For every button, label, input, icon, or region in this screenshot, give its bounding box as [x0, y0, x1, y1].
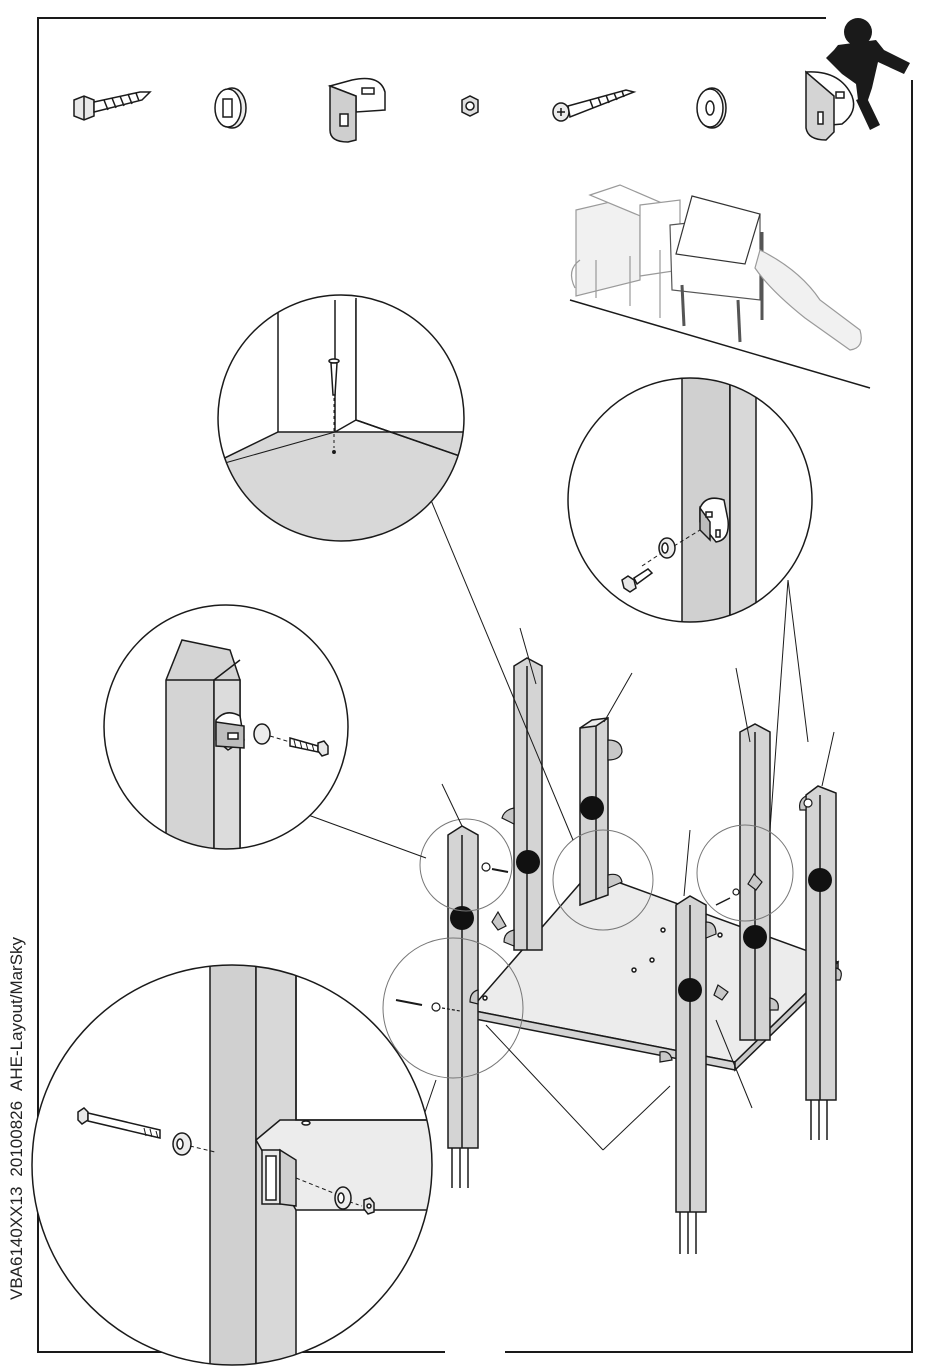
square-hole-washer-icon: [215, 88, 246, 128]
round-bracket-icon: [806, 72, 854, 140]
document-credit: AHE-Layout/MarSky: [7, 937, 26, 1091]
post-rear-left: [514, 658, 542, 950]
marker-dot: [743, 925, 767, 949]
document-code: VBA6140XX13: [7, 1187, 26, 1300]
detail-post-top-bracket: [104, 605, 348, 860]
post-front-left: [448, 826, 478, 1188]
detail-floor-screw: [200, 290, 506, 560]
marker-dot: [580, 796, 604, 820]
angle-bracket-icon: [330, 79, 385, 143]
marker-dot: [678, 978, 702, 1002]
hardware-parts-row: [74, 72, 854, 142]
hex-nut-icon: [462, 96, 478, 116]
marker-dot: [516, 850, 540, 874]
post-front-center: [676, 896, 706, 1254]
marker-dot: [808, 868, 832, 892]
post-far-right: [806, 786, 836, 1140]
document-date: 20100826: [7, 1101, 26, 1177]
detail-post-bracket: [568, 370, 812, 630]
overview-play-tower: [570, 185, 870, 388]
wood-screw-icon: [553, 90, 634, 121]
detail-through-bolt: [32, 960, 440, 1369]
lag-screw-icon: [74, 92, 150, 120]
round-washer-icon: [697, 88, 726, 128]
document-footer-caption: VBA6140XX13 20100826 AHE-Layout/MarSky: [7, 927, 27, 1300]
